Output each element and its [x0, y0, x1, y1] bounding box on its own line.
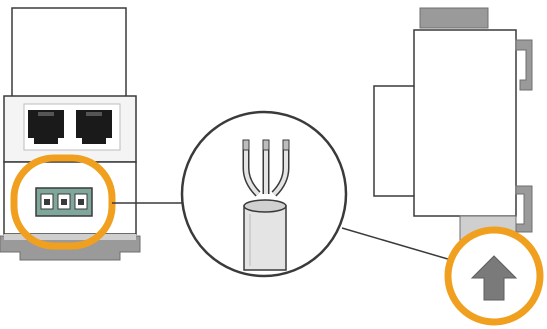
terminal-highlight-ring — [10, 154, 116, 250]
rail-clamp-upper — [515, 39, 533, 91]
side-body — [373, 29, 517, 217]
connector-line-right — [341, 227, 459, 263]
side-top-cap — [419, 7, 489, 29]
terminal-block-icon — [35, 187, 93, 217]
rail-clamp-lower — [515, 185, 533, 233]
cable-zoom-callout — [180, 110, 348, 278]
device-side-view — [373, 7, 544, 326]
ethernet-port-right-icon — [76, 110, 112, 144]
stripped-cable-icon — [242, 139, 290, 271]
device-front-view — [0, 7, 141, 261]
arrow-up-icon — [470, 255, 518, 301]
device-top-housing — [11, 7, 127, 99]
ethernet-port-left-icon — [28, 110, 64, 144]
